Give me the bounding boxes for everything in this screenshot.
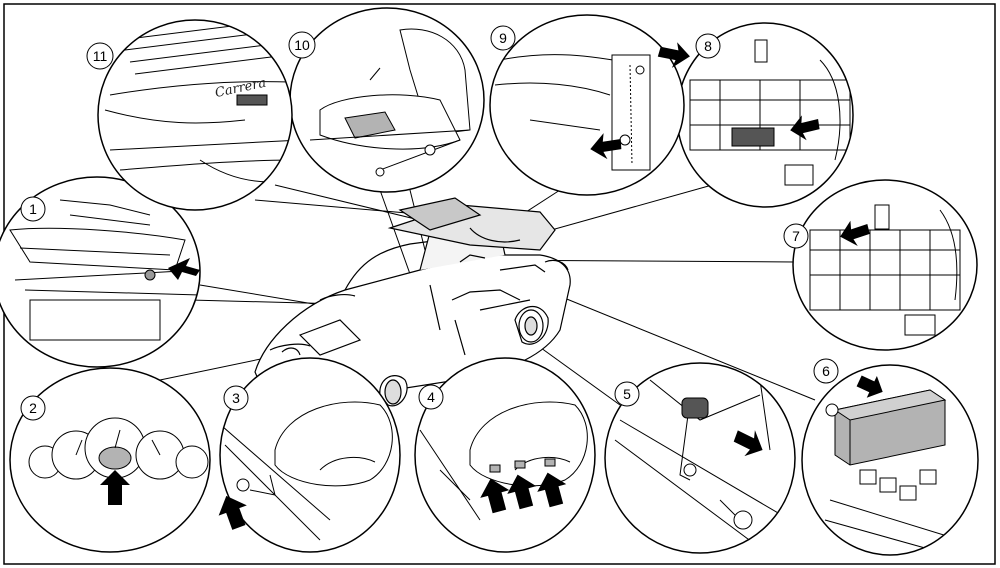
pointer-arrow-9a [657,42,690,68]
callout-10: 10 [288,31,316,59]
detail-circle-10 [289,7,485,193]
callout-9: 9 [490,25,516,51]
svg-text:5: 5 [623,386,631,402]
callout-2: 2 [20,395,46,421]
pointer-arrow-7 [840,220,870,247]
pointer-arrow-3 [218,495,247,530]
callout-11: 11 [86,42,114,70]
callout-7: 7 [783,223,809,249]
detail-circle-11: Carrera [97,19,293,211]
detail-circle-9 [489,14,690,196]
svg-text:4: 4 [427,389,435,405]
callouts: 1 2 3 4 5 6 7 8 [20,25,839,421]
svg-text:6: 6 [822,363,830,379]
pointer-arrow-4c [537,472,567,508]
pointer-arrow-4b [507,474,537,510]
pointer-arrow-6 [856,375,883,398]
pointer-arrow-5 [733,430,763,457]
detail-circle-2 [9,367,211,553]
callout-4: 4 [418,384,444,410]
detail-circle-3 [218,357,401,553]
detail-circle-6 [801,364,979,556]
svg-text:10: 10 [294,37,310,53]
svg-text:2: 2 [29,400,37,416]
svg-text:11: 11 [93,48,108,64]
detail-circle-4 [414,357,596,553]
svg-text:1: 1 [29,201,37,217]
callout-3: 3 [223,385,249,411]
detail-circle-1 [0,176,201,368]
detail-circle-7 [792,179,978,351]
svg-text:7: 7 [792,228,800,244]
callout-5: 5 [614,381,640,407]
svg-text:8: 8 [704,38,712,54]
callout-6: 6 [813,358,839,384]
pointer-arrow-1 [168,258,200,280]
detail-circle-5 [604,362,796,554]
svg-text:9: 9 [499,30,507,46]
pointer-arrow-9b [590,133,622,160]
callout-8: 8 [695,33,721,59]
svg-text:3: 3 [232,390,240,406]
pointer-arrow-2 [100,470,130,505]
callout-1: 1 [20,196,46,222]
detail-circle-8 [676,22,854,208]
pointer-arrow-8 [790,115,820,141]
pointer-arrow-4a [480,478,510,514]
